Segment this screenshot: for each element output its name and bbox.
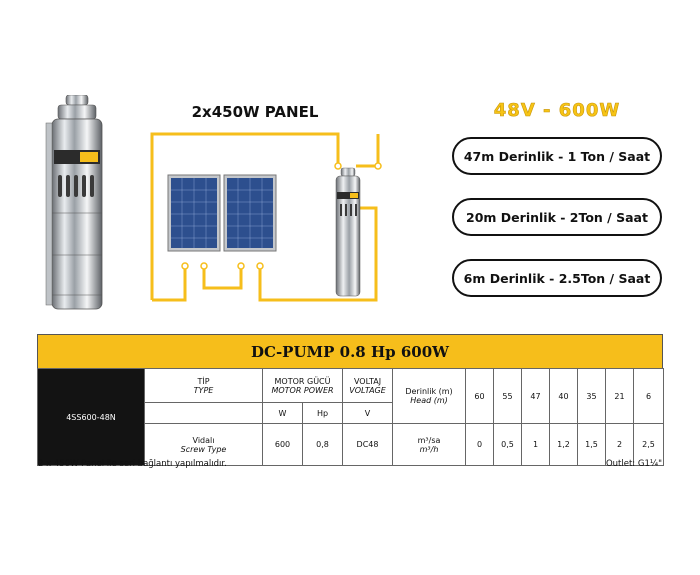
footer-note: 2 x 450W Panel ile seri bağlantı yapılma…	[38, 459, 227, 469]
unit-v: V	[342, 402, 394, 424]
unit-hp: Hp	[301, 402, 344, 424]
flow-value: 2	[605, 423, 635, 466]
hp-value: 0,8	[301, 423, 344, 466]
depth-value: 6	[633, 368, 665, 424]
flow-value: 0,5	[493, 423, 523, 466]
table-title: DC-PUMP 0.8 Hp 600W	[37, 334, 663, 368]
solar-panel-1	[167, 174, 221, 252]
depth-header: Derinlik (m)Head (m)	[392, 368, 467, 424]
flow-value: 1,5	[577, 423, 607, 466]
depth-value: 55	[493, 368, 523, 424]
watts-value: 600	[262, 423, 303, 466]
outlet-note: Outlet: G1¼"	[605, 459, 662, 469]
voltage-value: DC48	[342, 423, 394, 466]
depth-value: 35	[577, 368, 607, 424]
depth-value: 40	[549, 368, 579, 424]
flow-value: 2,5	[633, 423, 665, 466]
depth-value: 47	[521, 368, 551, 424]
depth-rate-pill: 6m Derinlik - 2.5Ton / Saat	[452, 259, 662, 297]
panel-title: 2x450W PANEL	[191, 103, 319, 121]
pump-product-image	[45, 95, 103, 310]
unit-w: W	[262, 402, 303, 424]
depth-rate-pill: 47m Derinlik - 1 Ton / Saat	[452, 137, 662, 175]
flow-value: 0	[465, 423, 495, 466]
small-pump-image	[335, 167, 361, 297]
spec-title: 48V - 600W	[493, 100, 621, 122]
flow-value: 1	[521, 423, 551, 466]
depth-value: 60	[465, 368, 495, 424]
solar-panel-2	[223, 174, 277, 252]
depth-value: 21	[605, 368, 635, 424]
model-cell: 4SS600-48N	[37, 368, 145, 466]
wiring-diagram	[150, 132, 382, 302]
depth-rate-pill: 20m Derinlik - 2Ton / Saat	[452, 198, 662, 236]
flow-value: 1,2	[549, 423, 579, 466]
